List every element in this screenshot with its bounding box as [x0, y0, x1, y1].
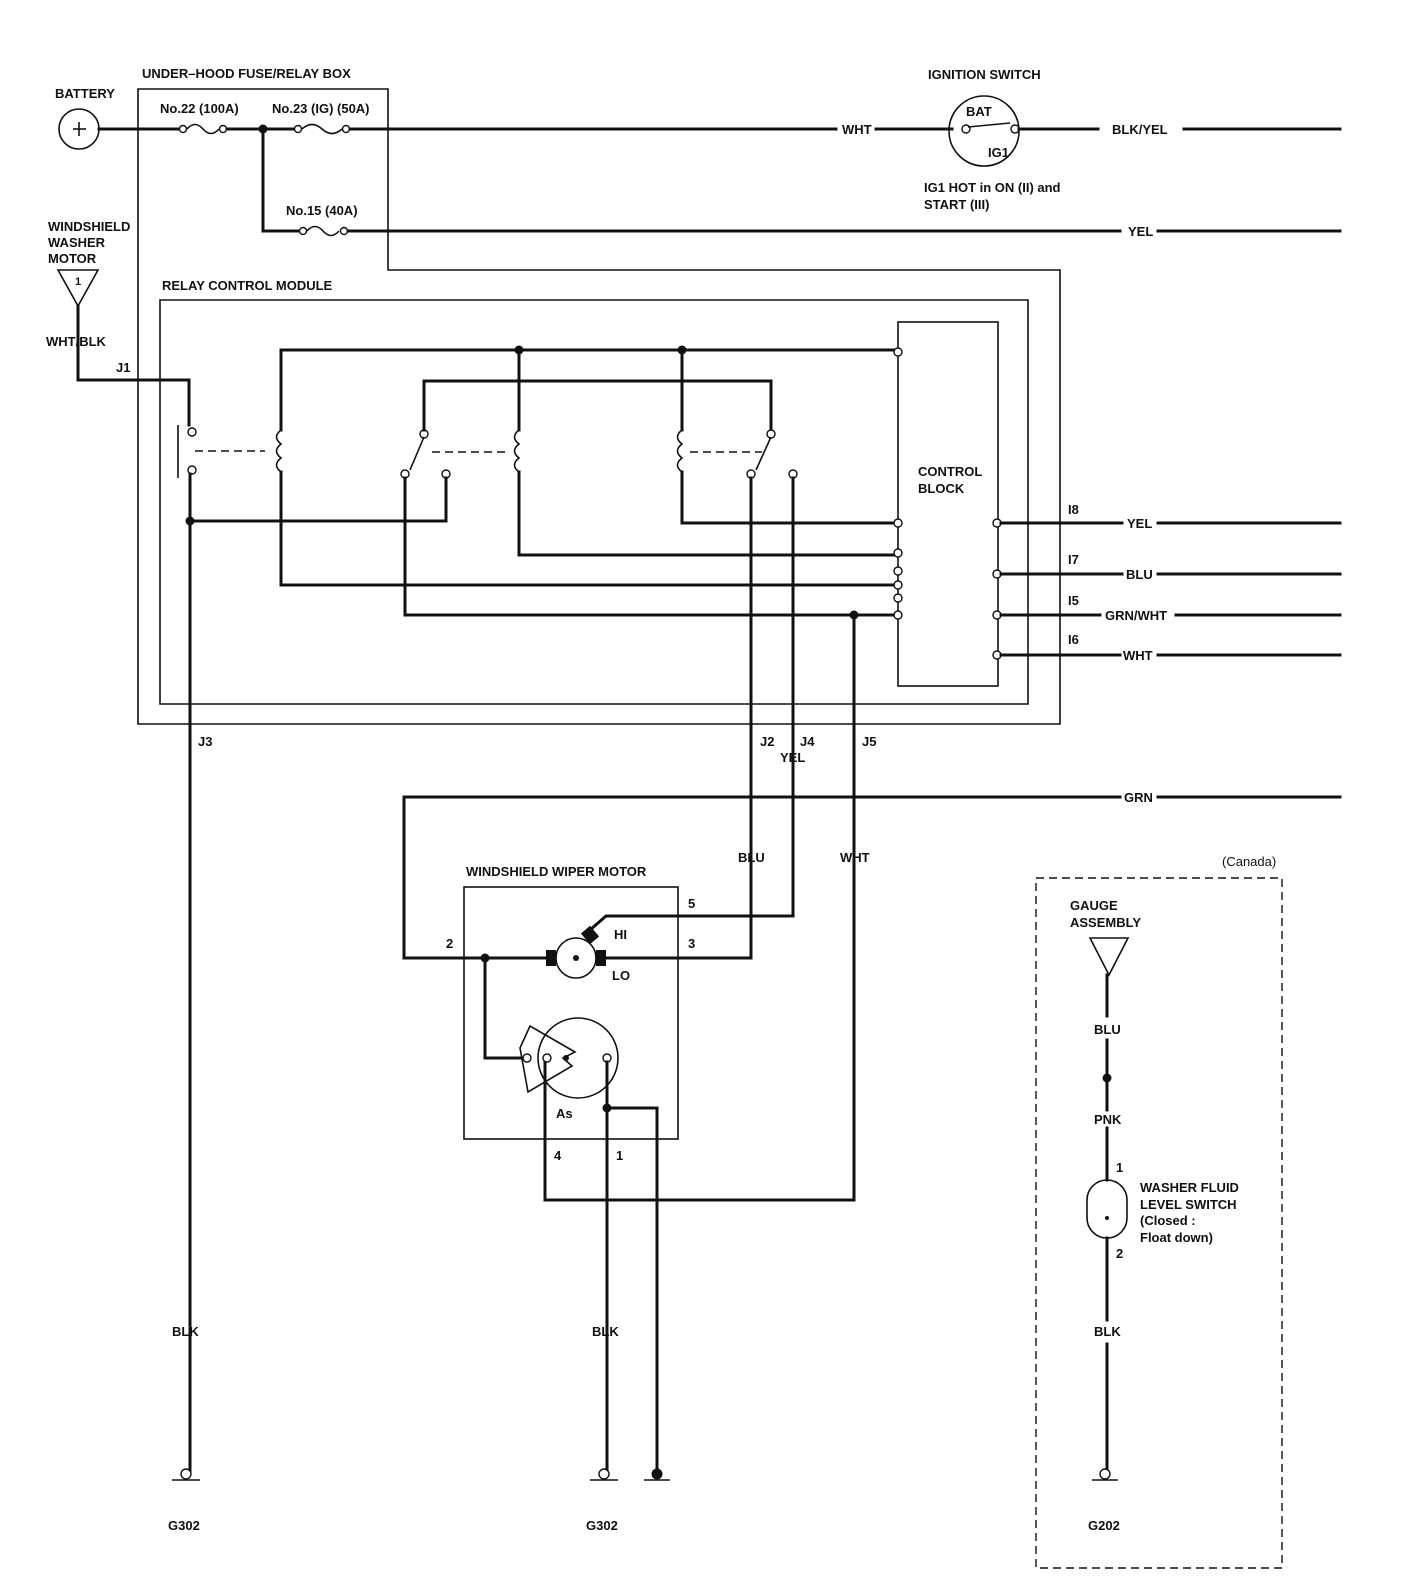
pin-i5: I5	[1068, 593, 1079, 608]
control-block-outline	[897, 321, 999, 687]
pin-j5: J5	[862, 734, 876, 749]
washer-motor-pin: 1	[75, 276, 81, 288]
pin-j1: J1	[116, 360, 130, 375]
g202-label: G202	[1088, 1518, 1120, 1533]
control-block-label-1: CONTROL	[918, 464, 982, 479]
wire-label-wht-ign: WHT	[842, 122, 872, 137]
wire-wht-blk	[76, 304, 191, 427]
pin-m2: 2	[446, 936, 453, 951]
wire-label-blu-i7: BLU	[1126, 567, 1153, 582]
wiper-motor-outline	[463, 886, 679, 1140]
fuse-22-symbol	[178, 123, 228, 135]
wire-label-blk-mid: BLK	[592, 1324, 619, 1339]
battery-label: BATTERY	[55, 86, 115, 101]
g302-left-label: G302	[168, 1518, 200, 1533]
fuse-23-symbol	[293, 123, 351, 135]
ground-g202	[1092, 1468, 1118, 1481]
relay-module-label: RELAY CONTROL MODULE	[162, 278, 333, 293]
wire-label-blk-right: BLK	[1094, 1324, 1121, 1339]
pin-m1: 1	[616, 1148, 623, 1163]
wire-label-grn-wht: GRN/WHT	[1105, 608, 1167, 623]
relay-switch-2	[746, 429, 798, 479]
level-switch-label-3: (Closed :	[1140, 1213, 1196, 1228]
relay-module-outline	[159, 299, 1029, 705]
control-block-terminals-right	[992, 518, 1002, 660]
washer-motor-label-3: MOTOR	[48, 251, 97, 266]
fuse-15-symbol	[298, 225, 349, 237]
pin-s1: 1	[1116, 1160, 1123, 1175]
control-block-terminals-left	[893, 347, 903, 620]
fuse-box-label: UNDER–HOOD FUSE/RELAY BOX	[142, 66, 351, 81]
control-block-label-2: BLOCK	[918, 481, 965, 496]
relay-coil-2	[513, 429, 521, 473]
canada-box	[1035, 877, 1283, 1569]
wire-label-blu-gauge: BLU	[1094, 1022, 1121, 1037]
washer-motor-label-2: WASHER	[48, 235, 106, 250]
lo-label: LO	[612, 968, 630, 983]
pin-m5: 5	[688, 896, 695, 911]
fuse-box-outline	[137, 88, 1061, 725]
bat-label: BAT	[966, 104, 992, 119]
wire-grn	[402, 795, 1122, 960]
level-switch-label-1: WASHER FLUID	[1140, 1180, 1239, 1195]
pin-i8: I8	[1068, 502, 1079, 517]
wiper-motor-label: WINDSHIELD WIPER MOTOR	[466, 864, 647, 879]
wire-label-wht-blk: WHT/BLK	[46, 334, 107, 349]
gauge-label-1: GAUGE	[1070, 898, 1118, 913]
pin-j3: J3	[198, 734, 212, 749]
gauge-label-2: ASSEMBLY	[1070, 915, 1141, 930]
wire-label-blu-j2: BLU	[738, 850, 765, 865]
ground-g302-mid	[590, 1468, 670, 1481]
relay-coil-1	[275, 429, 283, 473]
fuse-15-label: No.15 (40A)	[286, 203, 358, 218]
washer-motor-label-1: WINDSHIELD	[48, 219, 130, 234]
battery-symbol	[58, 108, 100, 150]
washer-motor-symbol	[56, 269, 100, 308]
level-switch-label-2: LEVEL SWITCH	[1140, 1197, 1237, 1212]
washer-relay-contacts	[177, 425, 265, 478]
g302-mid-label: G302	[586, 1518, 618, 1533]
wire-label-wht-j5: WHT	[840, 850, 870, 865]
wire-label-wht-i6: WHT	[1123, 648, 1153, 663]
wire-label-blk-yel: BLK/YEL	[1112, 122, 1168, 137]
wire-label-grn: GRN	[1124, 790, 1153, 805]
wire-label-yel-j4: YEL	[780, 750, 805, 765]
level-switch-symbol	[1086, 1179, 1128, 1239]
pin-s2: 2	[1116, 1246, 1123, 1261]
pin-i6: I6	[1068, 632, 1079, 647]
as-label: As	[556, 1106, 573, 1121]
relay-coil-3	[676, 429, 684, 473]
ig1-note-1: IG1 HOT in ON (II) and	[924, 180, 1061, 195]
pin-j4: J4	[800, 734, 815, 749]
ignition-switch-label: IGNITION SWITCH	[928, 67, 1041, 82]
ground-g302-left	[172, 1468, 200, 1481]
pin-j2: J2	[760, 734, 774, 749]
ig1-note-2: START (III)	[924, 197, 989, 212]
wire-label-pnk: PNK	[1094, 1112, 1122, 1127]
relay-switch-1	[400, 429, 451, 479]
pin-m3: 3	[688, 936, 695, 951]
hi-label: HI	[614, 927, 627, 942]
fuse-22-label: No.22 (100A)	[160, 101, 239, 116]
pin-m4: 4	[554, 1148, 562, 1163]
auto-stop-switch	[519, 1017, 619, 1099]
ig1-label: IG1	[988, 145, 1009, 160]
wire-label-yel-top: YEL	[1128, 224, 1153, 239]
gauge-assembly-symbol	[1088, 937, 1130, 977]
wiper-motor-symbol	[546, 925, 606, 979]
pin-i7: I7	[1068, 552, 1079, 567]
level-switch-label-4: Float down)	[1140, 1230, 1213, 1245]
ignition-switch-symbol	[948, 95, 1020, 167]
fuse-23-label: No.23 (IG) (50A)	[272, 101, 370, 116]
wire-label-yel-i8: YEL	[1127, 516, 1152, 531]
canada-label: (Canada)	[1222, 854, 1276, 869]
wire-label-blk-left: BLK	[172, 1324, 199, 1339]
